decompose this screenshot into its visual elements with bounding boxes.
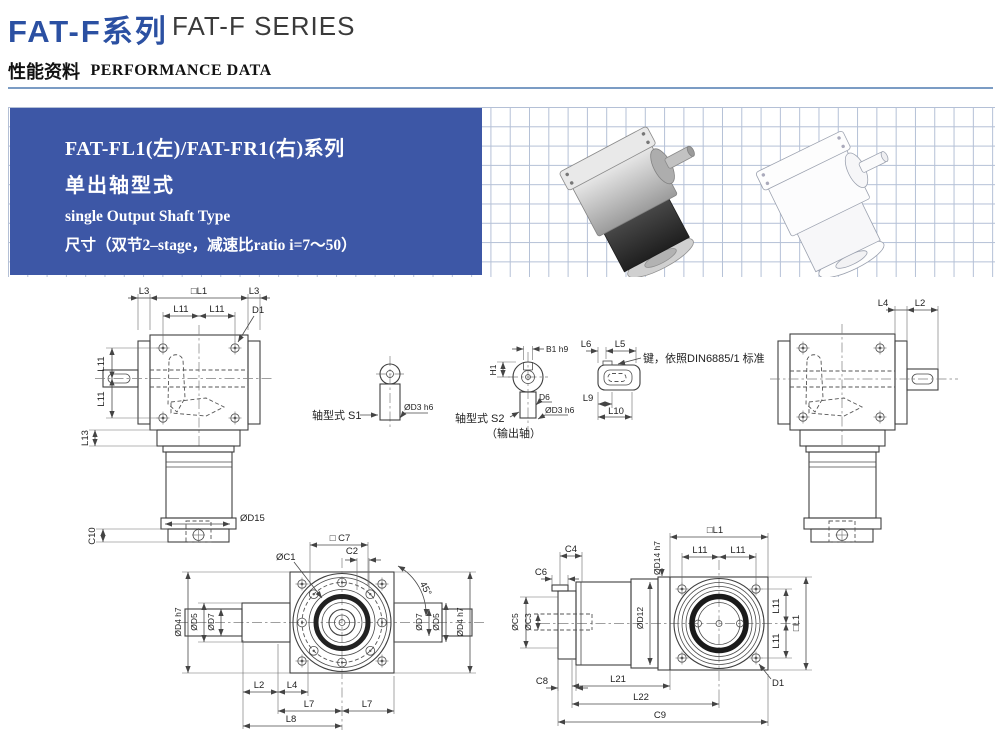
dim-label-d3: ØD3 h6	[404, 402, 434, 412]
dim-label-l11: L11	[771, 598, 782, 613]
dim-label-l1-square: □L1	[707, 525, 723, 536]
key-standard-note: 键，依照DIN6885/1 标准	[643, 351, 765, 365]
gearbox-lineart-illustration	[755, 130, 889, 277]
dim-label-l11: L11	[96, 391, 107, 406]
dim-label-c2: C2	[346, 546, 358, 557]
dim-label-c1: ØC1	[276, 552, 296, 563]
dim-label-d3: ØD3 h6	[545, 405, 575, 415]
section-heading: 性能资料 PERFORMANCE DATA	[8, 58, 272, 84]
dim-label-c4: C4	[565, 544, 577, 555]
dim-label-d7: ØD7	[414, 613, 424, 631]
shaft-type-s2-view: B1 h9 H1 D6 ØD3 h6 轴型式 S2 （输出轴）	[455, 344, 575, 440]
dim-label-l2: L2	[915, 298, 926, 309]
dim-label-d6: D6	[539, 392, 550, 402]
dim-label-d12: ØD12	[635, 607, 645, 629]
key-detail-view: L6 L5 L9 L10 键，依照DIN6885/1 标准	[581, 339, 765, 420]
dim-label-l6: L6	[581, 339, 592, 350]
dim-label-l7: L7	[304, 699, 315, 710]
dim-label-c10: C10	[87, 527, 98, 544]
dim-label-d15: ØD15	[240, 513, 265, 524]
dim-label-45deg: 45°	[417, 580, 434, 598]
dim-label-d4: ØD4 h7	[455, 607, 465, 637]
product-illustrations	[559, 126, 889, 277]
dim-label-l1-square: □L1	[791, 615, 802, 631]
dim-label-d4: ØD4 h7	[173, 607, 183, 637]
dim-label-l11: L11	[173, 304, 188, 315]
dim-label-l3: L3	[249, 286, 260, 297]
dim-label-l2: L2	[254, 680, 265, 691]
dim-label-l5: L5	[615, 339, 626, 350]
dim-label-l11: L11	[771, 633, 782, 648]
dim-label-d1: D1	[252, 305, 264, 316]
dim-label-l3: L3	[139, 286, 150, 297]
dim-label-l10: L10	[608, 406, 624, 417]
dim-label-d5: ØD5	[431, 613, 441, 631]
series-banner: FAT-FL1(左)/FAT-FR1(右)系列 单出轴型式 single Out…	[10, 108, 482, 275]
view-bottom-right: C4 C6 ØC5 ØC3 C8 ØD14 h7 ØD12	[510, 525, 812, 726]
banner-dimension-note: 尺寸（双节2–stage，减速比ratio i=7～50）	[65, 237, 357, 254]
page-title: FAT-F系列	[8, 14, 168, 49]
shaft-type-s2-label: 轴型式 S2	[455, 411, 505, 425]
shaft-type-s1-label: 轴型式 S1	[312, 408, 362, 422]
dim-label-l11: L11	[730, 545, 745, 556]
dim-label-c3: ØC3	[523, 613, 533, 631]
dim-label-c7-square: □ C7	[330, 533, 351, 544]
dim-label-c5: ØC5	[510, 613, 520, 631]
view-top-left: L3 □L1 L3 L11 L11 D1 L11 L11 L13 ØD15	[80, 286, 272, 545]
dim-label-c8: C8	[536, 676, 548, 687]
banner-type-en: single Output Shaft Type	[65, 208, 231, 225]
dim-label-l1-square: □L1	[191, 286, 207, 297]
dim-label-l11: L11	[209, 304, 224, 315]
dim-label-l4: L4	[878, 298, 889, 309]
dim-label-h1: H1	[488, 364, 498, 375]
banner-series-name: FAT-FL1(左)/FAT-FR1(右)系列	[65, 138, 345, 160]
dim-label-l11: L11	[96, 356, 107, 371]
section-heading-zh: 性能资料	[8, 62, 80, 82]
dim-label-d7: ØD7	[206, 613, 216, 631]
page-title-en: FAT-F SERIES	[172, 11, 356, 41]
dim-label-l8: L8	[286, 714, 297, 725]
dim-label-d14: ØD14 h7	[652, 541, 662, 575]
hero-band: FAT-FL1(左)/FAT-FR1(右)系列 单出轴型式 single Out…	[8, 107, 995, 277]
dim-label-l11: L11	[692, 545, 707, 556]
view-bottom-left-face: □ C7 ØC1 C2 45° ØD4 h7 ØD5 ØD7 ØD7	[173, 533, 486, 730]
dim-label-b1: B1 h9	[546, 344, 568, 354]
dim-label-d5: ØD5	[189, 613, 199, 631]
shaft-type-s1-view: 轴型式 S1 ØD3 h6	[312, 356, 434, 428]
dim-label-l22: L22	[633, 692, 649, 703]
output-shaft-label: （输出轴）	[486, 426, 541, 440]
dim-label-c6: C6	[535, 567, 547, 578]
gearbox-photo-illustration	[559, 126, 695, 277]
dim-label-c9: C9	[654, 710, 666, 721]
dim-label-l4: L4	[287, 680, 298, 691]
section-heading-en: PERFORMANCE DATA	[90, 62, 272, 79]
dim-label-d1: D1	[772, 678, 784, 689]
dim-label-l9: L9	[583, 393, 594, 404]
view-top-right: L4 L2	[770, 298, 958, 543]
dim-label-l7: L7	[362, 699, 373, 710]
technical-drawings: L3 □L1 L3 L11 L11 D1 L11 L11 L13 ØD15	[80, 286, 958, 730]
divider	[8, 87, 993, 89]
banner-type-zh: 单出轴型式	[65, 175, 175, 197]
dim-label-l21: L21	[610, 674, 626, 685]
dim-label-l13: L13	[80, 430, 91, 446]
